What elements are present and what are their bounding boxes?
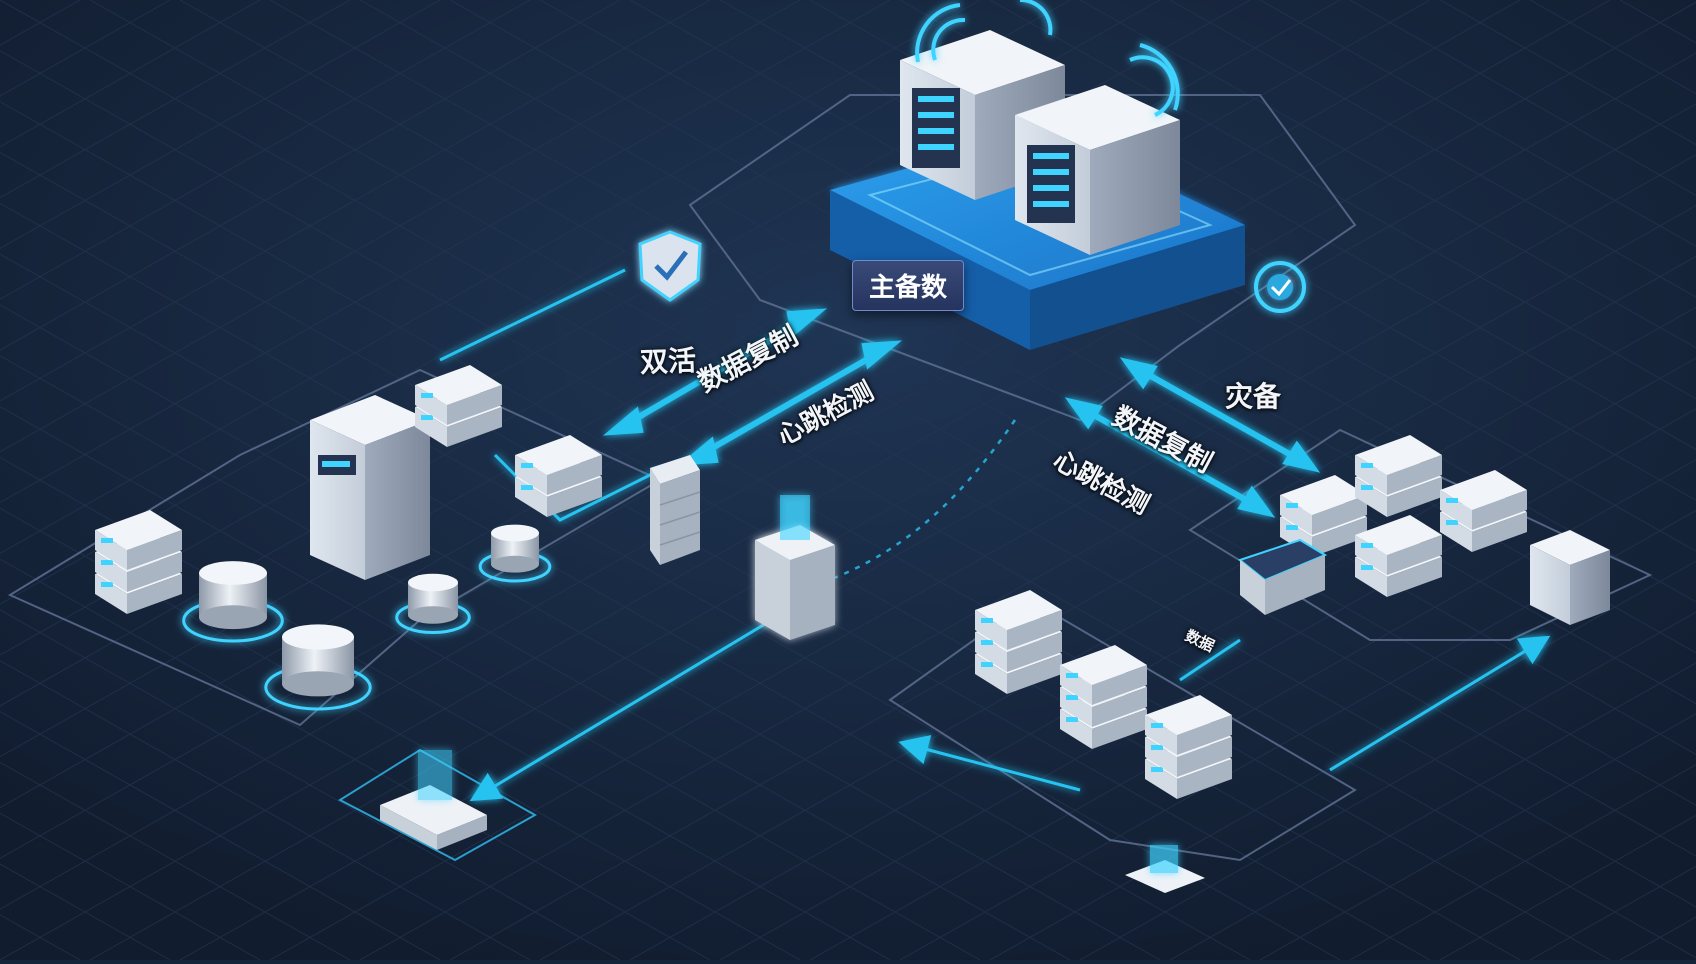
double-arrows-right [1064, 357, 1321, 518]
database-icon [395, 573, 471, 634]
router-icon [380, 538, 1328, 893]
double-arrows-left [602, 308, 903, 466]
rack-stack [95, 510, 182, 614]
primary-server-b [1015, 85, 1180, 255]
label-disaster-recovery: 灾备 [1225, 380, 1282, 413]
left-tower-server [310, 395, 430, 580]
firewall-central-icon [755, 495, 835, 640]
flow-lines [439, 268, 1551, 802]
rack-stack [1440, 470, 1527, 552]
rack-stack [415, 365, 502, 447]
flow-bottom-return [898, 735, 1081, 792]
rack-stack [1355, 435, 1442, 517]
flow-firewall-to-left [469, 613, 781, 802]
label-active-active: 双活 [639, 344, 697, 379]
flow-router-link [1179, 638, 1241, 682]
right-tower-server [1530, 530, 1610, 625]
firewall-icon [650, 455, 701, 565]
rack-stack [1060, 645, 1147, 749]
rack-stack [1280, 475, 1367, 557]
database-icon [182, 561, 284, 643]
database-cylinders [182, 524, 552, 711]
zone-bottom-left [337, 748, 538, 862]
flow-right-up [1329, 635, 1551, 772]
wifi-icon [915, 0, 1180, 117]
rack-stack [1355, 515, 1442, 597]
shield-check-icon [638, 230, 702, 302]
rack-server-stacks [95, 365, 1527, 799]
database-icon [264, 624, 372, 711]
primary-tag: 主备数 [852, 260, 965, 311]
flow-shield-link [439, 268, 626, 362]
target-check-icon [1254, 261, 1306, 313]
rack-stack [1145, 695, 1232, 799]
rack-stack [975, 590, 1062, 694]
database-icon [478, 524, 552, 583]
dashed-link [799, 419, 1017, 592]
rack-stack [515, 435, 602, 517]
